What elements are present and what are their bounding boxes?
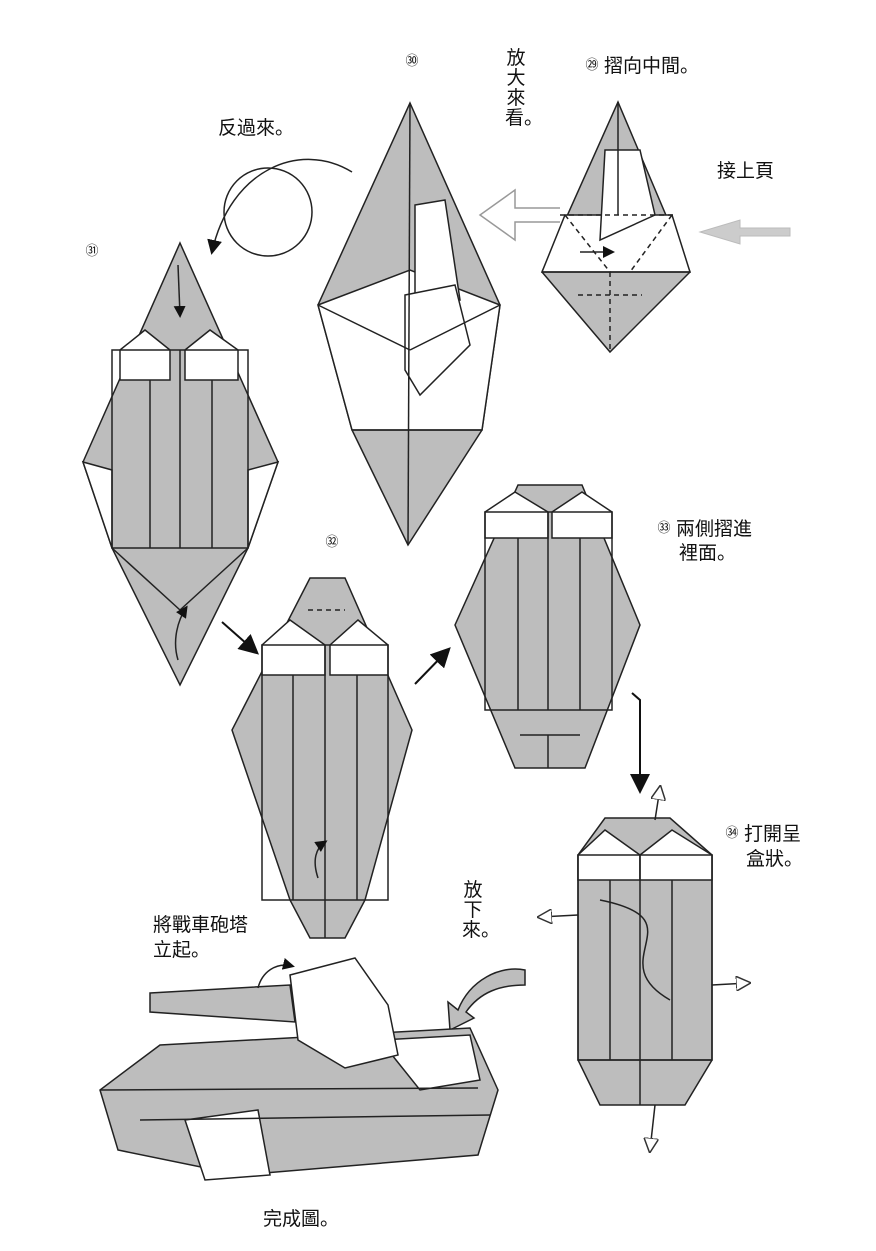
step33-diagram (455, 485, 640, 768)
step30-diagram (318, 103, 500, 545)
step32-diagram (232, 578, 412, 938)
step34-caption-line1: 打開呈 (744, 823, 801, 845)
zoom-arrow (480, 190, 560, 240)
step33-to-34-arrow (632, 693, 640, 790)
step33-caption-line1: 兩側摺進 (676, 518, 752, 540)
step29-diagram (542, 102, 690, 352)
step34-number: ㉞ (722, 824, 742, 844)
step31-to-32-arrow (222, 622, 256, 652)
step33-caption-line2: 裡面。 (679, 542, 736, 564)
step34-caption-line2: 盒狀。 (746, 848, 803, 870)
put-down-label: 放下來。 (462, 880, 484, 940)
step32-paper (232, 578, 412, 938)
continue-from-previous-label: 接上頁 (717, 160, 774, 182)
step30-number: ㉚ (402, 52, 422, 72)
turn-over-circle (224, 168, 312, 256)
step31-number: ㉛ (82, 242, 102, 262)
finished-label: 完成圖。 (263, 1208, 339, 1230)
step33-number: ㉝ (654, 519, 674, 539)
finished-tank-diagram (100, 958, 498, 1180)
continue-arrow (700, 220, 790, 244)
raise-turret-label-line1: 將戰車砲塔 (153, 914, 248, 936)
put-down-arrow (448, 969, 525, 1030)
raise-turret-label-line2: 立起。 (153, 939, 210, 961)
step34-diagram (540, 788, 748, 1150)
turn-over-label: 反過來。 (218, 117, 294, 139)
step29-caption: 摺向中間。 (604, 55, 699, 77)
step29-number: ㉙ (582, 56, 602, 76)
step32-to-33-arrow (415, 650, 448, 684)
step32-number: ㉜ (322, 533, 342, 553)
step31-diagram (83, 243, 278, 685)
step30-caption: 放大來看。 (505, 48, 527, 128)
